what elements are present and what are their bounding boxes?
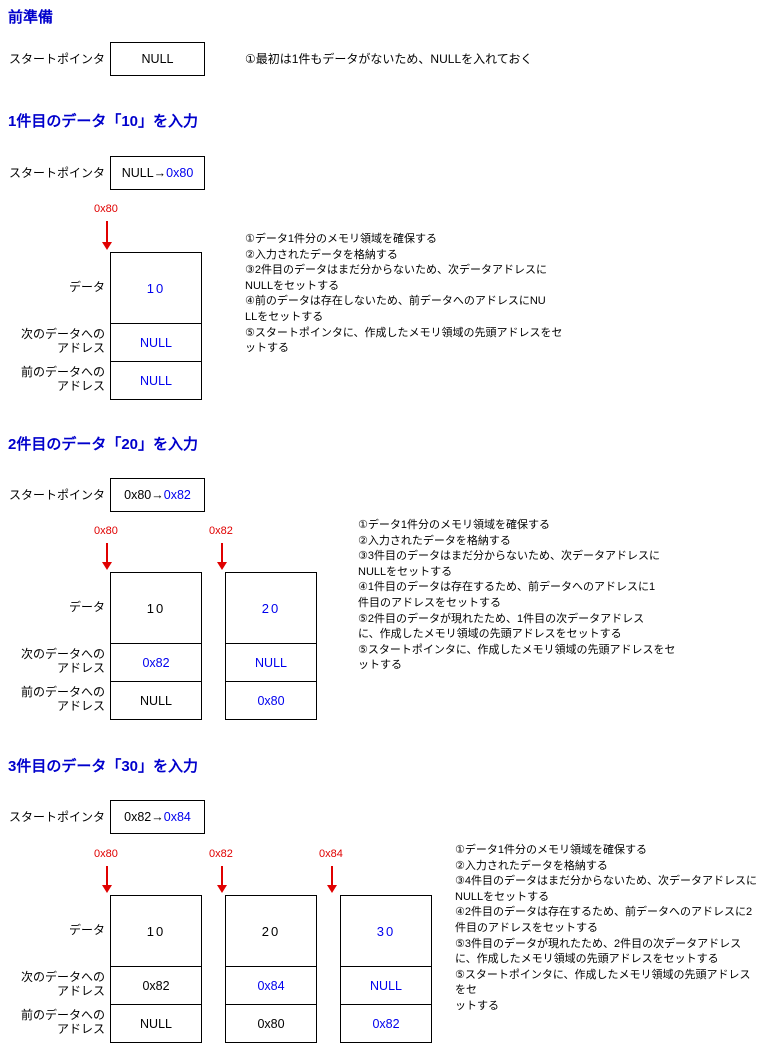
memory-node-0x80: 10 0x82 NULL (110, 895, 202, 1043)
start-pointer-old-value: NULL (121, 166, 154, 180)
row-label-next-address: 次のデータへの アドレス (20, 327, 105, 355)
prev-address-cell: 0x80 (226, 1004, 316, 1042)
section-title-third-input: 3件目のデータ「30」を入力 (8, 758, 199, 775)
memory-node-0x82: 20 0x84 0x80 (225, 895, 317, 1043)
prev-address-cell: NULL (111, 681, 201, 719)
data-cell: 10 (111, 253, 201, 323)
arrow-down-icon (102, 221, 112, 250)
row-label-prev-address: 前のデータへの アドレス (20, 1008, 105, 1036)
annotation-notes: ①データ1件分のメモリ領域を確保する ②入力されたデータを格納する ③2件目のデ… (245, 233, 563, 355)
arrow-down-icon (102, 866, 112, 893)
data-cell: 30 (341, 896, 431, 966)
prev-address-cell: 0x80 (226, 681, 316, 719)
memory-node-0x84: 30 NULL 0x82 (340, 895, 432, 1043)
start-pointer-box: 0x82→0x84 (110, 800, 205, 834)
section-title-first-input: 1件目のデータ「10」を入力 (8, 113, 199, 130)
row-label-prev-address: 前のデータへの アドレス (20, 685, 105, 713)
start-pointer-box: NULL→0x80 (110, 156, 205, 190)
row-label-prev-address: 前のデータへの アドレス (20, 365, 105, 393)
prev-address-value: NULL (140, 1016, 172, 1031)
section-title-preparation: 前準備 (8, 9, 54, 26)
prev-address-value: NULL (140, 373, 172, 388)
arrow-down-icon (217, 866, 227, 893)
next-address-cell: 0x82 (111, 966, 201, 1004)
arrow-down-icon (217, 543, 227, 570)
arrow-down-icon (327, 866, 337, 893)
next-address-cell: NULL (226, 643, 316, 681)
data-value: 30 (376, 923, 396, 939)
arrow-down-icon (102, 543, 112, 570)
data-value: 10 (146, 600, 166, 616)
data-cell: 10 (111, 896, 201, 966)
data-cell: 10 (111, 573, 201, 643)
start-pointer-arrow: → (151, 488, 164, 502)
data-value: 10 (146, 280, 166, 296)
data-value: 20 (261, 923, 281, 939)
start-pointer-label: スタートポインタ (8, 810, 105, 824)
address-label: 0x80 (94, 848, 118, 860)
start-pointer-new-value: 0x82 (163, 488, 191, 502)
data-value: 10 (146, 923, 166, 939)
start-pointer-label: スタートポインタ (8, 52, 105, 66)
prev-address-cell: 0x82 (341, 1004, 431, 1042)
section-title-second-input: 2件目のデータ「20」を入力 (8, 436, 199, 453)
memory-node-0x82: 20 NULL 0x80 (225, 572, 317, 720)
address-label: 0x80 (94, 525, 118, 537)
prev-address-value: 0x82 (372, 1016, 400, 1031)
address-label: 0x82 (209, 525, 233, 537)
next-address-value: 0x82 (142, 978, 170, 993)
row-label-data: データ (68, 280, 105, 294)
start-pointer-arrow: → (153, 166, 167, 180)
annotation-note: ①最初は1件もデータがないため、NULLを入れておく (245, 52, 533, 66)
prev-address-value: NULL (140, 693, 172, 708)
address-label: 0x82 (209, 848, 233, 860)
next-address-value: 0x84 (257, 978, 285, 993)
annotation-notes: ①データ1件分のメモリ領域を確保する ②入力されたデータを格納する ③4件目のデ… (455, 844, 757, 1012)
start-pointer-arrow: → (151, 810, 164, 824)
next-address-cell: NULL (341, 966, 431, 1004)
start-pointer-new-value: 0x84 (163, 810, 191, 824)
start-pointer-old-value: 0x80 (124, 488, 152, 502)
data-cell: 20 (226, 896, 316, 966)
row-label-next-address: 次のデータへの アドレス (20, 647, 105, 675)
row-label-data: データ (68, 600, 105, 614)
next-address-value: NULL (370, 978, 402, 993)
start-pointer-old-value: 0x82 (124, 810, 152, 824)
annotation-notes: ①データ1件分のメモリ領域を確保する ②入力されたデータを格納する ③3件目のデ… (358, 519, 676, 672)
start-pointer-box: 0x80→0x82 (110, 478, 205, 512)
next-address-value: 0x82 (142, 655, 170, 670)
memory-node-0x80: 10 0x82 NULL (110, 572, 202, 720)
start-pointer-old-value: NULL (141, 52, 174, 66)
address-label: 0x84 (319, 848, 343, 860)
start-pointer-label: スタートポインタ (8, 488, 105, 502)
prev-address-value: 0x80 (257, 693, 285, 708)
prev-address-cell: NULL (111, 1004, 201, 1042)
row-label-data: データ (68, 923, 105, 937)
prev-address-value: 0x80 (257, 1016, 285, 1031)
start-pointer-new-value: 0x80 (166, 166, 194, 180)
data-cell: 20 (226, 573, 316, 643)
memory-node-0x80: 10 NULL NULL (110, 252, 202, 400)
address-label: 0x80 (94, 203, 118, 215)
row-label-next-address: 次のデータへの アドレス (20, 970, 105, 998)
start-pointer-label: スタートポインタ (8, 166, 105, 180)
prev-address-cell: NULL (111, 361, 201, 399)
data-value: 20 (261, 600, 281, 616)
next-address-value: NULL (140, 335, 172, 350)
next-address-cell: 0x84 (226, 966, 316, 1004)
next-address-value: NULL (255, 655, 287, 670)
next-address-cell: 0x82 (111, 643, 201, 681)
next-address-cell: NULL (111, 323, 201, 361)
start-pointer-box: NULL (110, 42, 205, 76)
